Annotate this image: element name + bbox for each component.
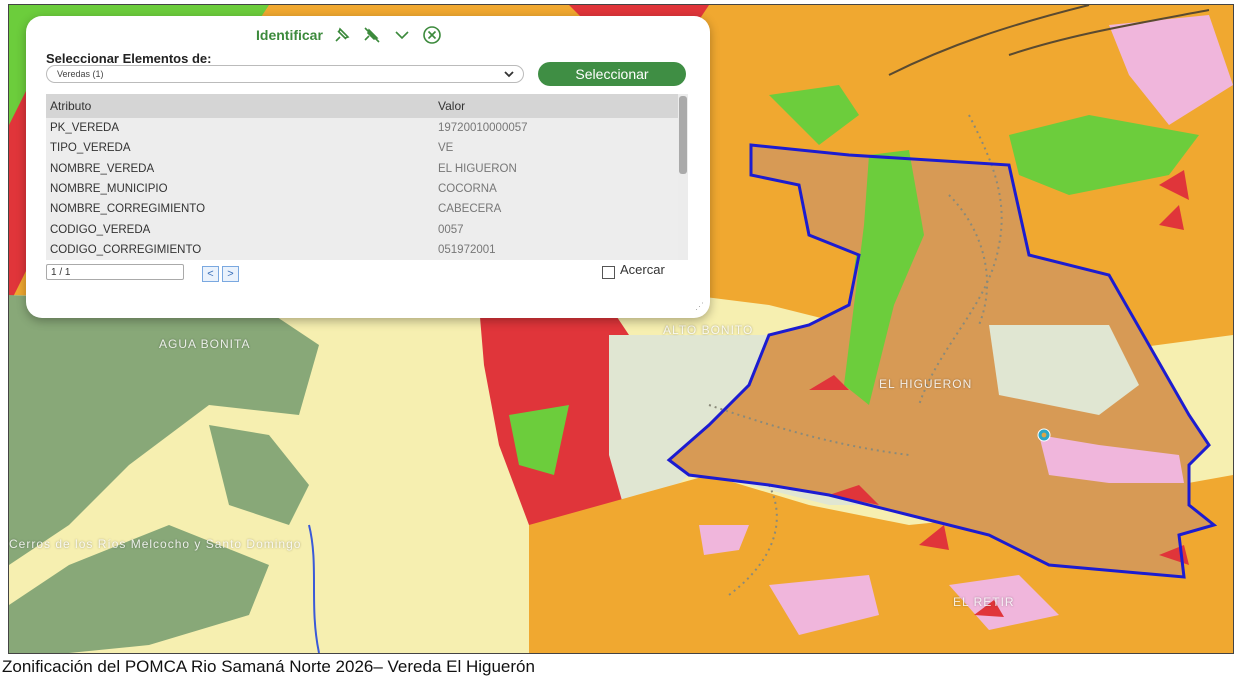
layer-select[interactable]: Veredas (1): [46, 65, 524, 83]
table-row: PK_VEREDA 19720010000057: [46, 118, 688, 138]
select-button[interactable]: Seleccionar: [538, 62, 686, 86]
table-row: CODIGO_CORREGIMIENTO 051972001: [46, 240, 688, 260]
identify-panel: Identificar Seleccionar Elementos de: Ve…: [26, 16, 710, 318]
table-row: CODIGO_VEREDA 0057: [46, 219, 688, 239]
column-header-value: Valor: [438, 99, 466, 113]
zoom-to-checkbox[interactable]: [602, 266, 615, 279]
unpin-icon[interactable]: [361, 24, 383, 46]
zoom-to-label: Acercar: [620, 262, 665, 277]
value-cell: 051972001: [438, 243, 496, 256]
column-header-attribute: Atributo: [50, 99, 92, 113]
value-cell: CABECERA: [438, 203, 502, 216]
value-cell: COCORNA: [438, 183, 497, 196]
select-elements-label: Seleccionar Elementos de:: [46, 51, 212, 66]
chevron-down-icon: [503, 68, 515, 82]
table-row: NOMBRE_CORREGIMIENTO CABECERA: [46, 199, 688, 219]
attribute-table: Atributo Valor PK_VEREDA 19720010000057 …: [46, 94, 688, 260]
value-cell: 0057: [438, 223, 464, 236]
attribute-cell: NOMBRE_MUNICIPIO: [50, 183, 168, 196]
table-row: NOMBRE_VEREDA EL HIGUERON: [46, 159, 688, 179]
value-cell: 19720010000057: [438, 122, 528, 135]
previous-page-button[interactable]: <: [202, 266, 219, 282]
table-scrollbar[interactable]: [678, 94, 688, 260]
attribute-cell: TIPO_VEREDA: [50, 142, 131, 155]
attribute-cell: NOMBRE_CORREGIMIENTO: [50, 203, 206, 216]
map-label-cerros: Cerros de los Ríos Melcocho y Santo Domi…: [9, 537, 302, 551]
table-row: NOMBRE_MUNICIPIO COCORNA: [46, 179, 688, 199]
pin-icon[interactable]: [331, 24, 353, 46]
close-circle-icon[interactable]: [421, 24, 443, 46]
panel-title: Identificar: [256, 27, 323, 43]
map-label-el-higueron: EL HIGUERON: [879, 377, 973, 391]
next-page-button[interactable]: >: [222, 266, 239, 282]
scrollbar-thumb[interactable]: [679, 96, 687, 174]
location-pin-icon[interactable]: [1037, 428, 1051, 442]
table-row: TIPO_VEREDA VE: [46, 138, 688, 158]
chevron-down-icon[interactable]: [391, 24, 413, 46]
page-indicator-input[interactable]: 1 / 1: [46, 264, 184, 280]
figure-caption: Zonificación del POMCA Rio Samaná Norte …: [2, 657, 535, 676]
attribute-cell: CODIGO_VEREDA: [50, 223, 151, 236]
panel-header: Identificar: [256, 22, 443, 48]
table-header: Atributo Valor: [46, 94, 688, 118]
map-label-alto-bonito: ALTO BONITO: [663, 323, 754, 337]
layer-select-value: Veredas (1): [57, 69, 104, 79]
value-cell: VE: [438, 142, 454, 155]
resize-grip-icon[interactable]: ⋰: [695, 301, 704, 311]
attribute-cell: PK_VEREDA: [50, 122, 120, 135]
map-label-agua-bonita: AGUA BONITA: [159, 337, 251, 351]
attribute-cell: NOMBRE_VEREDA: [50, 162, 155, 175]
value-cell: EL HIGUERON: [438, 162, 517, 175]
attribute-cell: CODIGO_CORREGIMIENTO: [50, 243, 202, 256]
map-label-el-retir: EL RETIR: [953, 595, 1015, 609]
